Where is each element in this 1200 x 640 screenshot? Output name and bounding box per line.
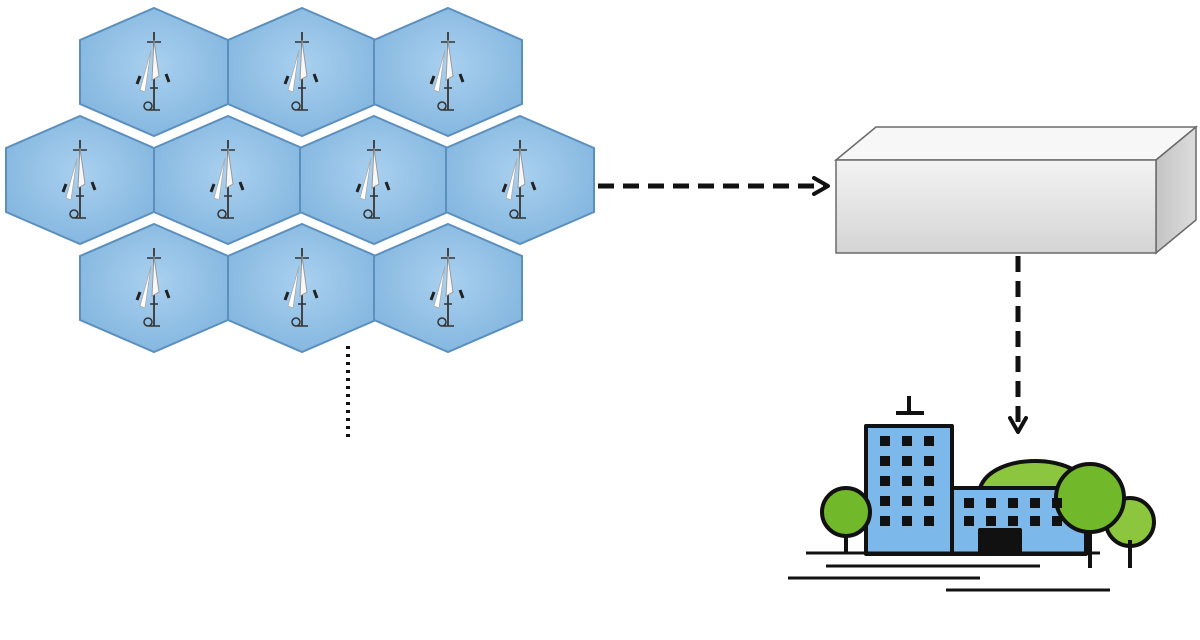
hexagon-cell <box>79 6 229 138</box>
box-icon <box>833 125 1199 255</box>
hexagon-cell-cluster-icon <box>5 6 595 354</box>
wind-sensor-mast-icon <box>135 248 171 327</box>
window-icon <box>1030 516 1040 526</box>
wind-sensor-mast-icon <box>283 248 319 327</box>
tree-left <box>820 486 872 538</box>
wind-sensor-mast-icon <box>429 248 465 327</box>
window-icon <box>880 436 890 446</box>
box-front-face <box>835 159 1157 254</box>
wind-sensor-mast-icon <box>501 140 537 219</box>
window-icon <box>924 476 934 486</box>
hexagon-cell <box>79 222 229 354</box>
building-windows <box>880 436 1062 526</box>
hexagon-cell <box>153 114 303 246</box>
window-icon <box>902 496 912 506</box>
tree-right-big <box>1054 462 1126 534</box>
window-icon <box>902 516 912 526</box>
box-top-face <box>833 126 1199 161</box>
window-icon <box>880 456 890 466</box>
hexagon-cell <box>299 114 449 246</box>
hexagon-cell <box>445 114 595 246</box>
window-icon <box>902 476 912 486</box>
window-icon <box>924 456 934 466</box>
window-icon <box>964 498 974 508</box>
window-icon <box>924 516 934 526</box>
window-icon <box>1052 498 1062 508</box>
hexagon-cell <box>5 114 155 246</box>
hexagon-cell <box>227 6 377 138</box>
door-icon <box>978 528 1022 556</box>
window-icon <box>1008 516 1018 526</box>
window-icon <box>924 496 934 506</box>
wind-sensor-mast-icon <box>61 140 97 219</box>
window-icon <box>964 516 974 526</box>
wind-sensor-mast-icon <box>283 32 319 111</box>
window-icon <box>1030 498 1040 508</box>
city-buildings-icon <box>788 396 1156 592</box>
hexagon-cell <box>373 222 523 354</box>
window-icon <box>1008 498 1018 508</box>
window-icon <box>880 496 890 506</box>
window-icon <box>880 476 890 486</box>
window-icon <box>902 436 912 446</box>
window-icon <box>902 456 912 466</box>
hexagon-cell <box>227 222 377 354</box>
wind-sensor-mast-icon <box>355 140 391 219</box>
wind-sensor-mast-icon <box>135 32 171 111</box>
window-icon <box>986 516 996 526</box>
window-icon <box>1052 516 1062 526</box>
hexagon-cell <box>373 6 523 138</box>
window-icon <box>924 436 934 446</box>
wind-sensor-mast-icon <box>429 32 465 111</box>
wind-sensor-mast-icon <box>209 140 245 219</box>
window-icon <box>986 498 996 508</box>
window-icon <box>880 516 890 526</box>
